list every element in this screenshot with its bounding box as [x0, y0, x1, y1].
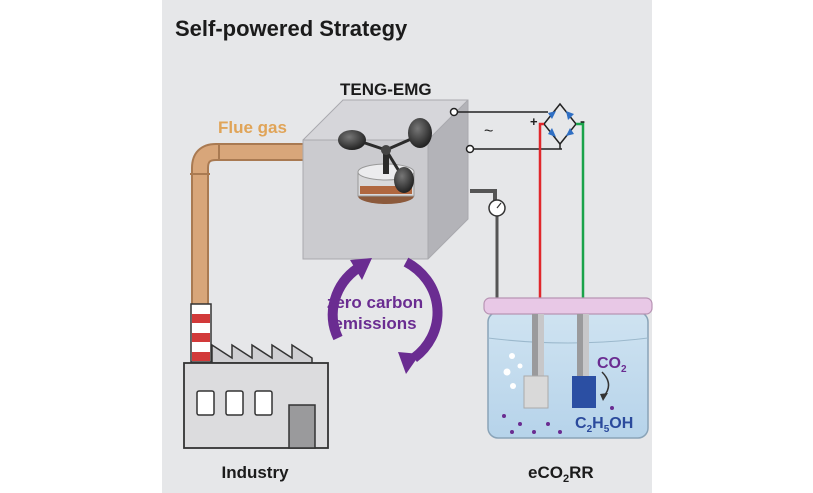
industry-label: Industry	[221, 463, 289, 482]
flue-pipe	[190, 143, 318, 318]
factory-icon	[183, 303, 329, 449]
zero-carbon-label-line1: zero carbon	[327, 293, 423, 312]
ethanol-label: C2H5OH	[575, 415, 633, 435]
zero-carbon-label-line2: emissions	[333, 314, 416, 333]
output-wires	[449, 107, 562, 154]
cycle-arrows-icon	[327, 257, 443, 374]
minus-terminal-label: -	[580, 113, 585, 130]
beaker-icon	[483, 297, 653, 439]
red-wire	[538, 122, 544, 300]
co2-label: CO2	[597, 355, 627, 375]
ac-symbol: ~	[484, 123, 493, 140]
pressure-gauge-icon	[488, 199, 506, 217]
bridge-rectifier-icon	[538, 102, 577, 149]
green-wire	[576, 122, 585, 300]
teng-emg-label: TENG-EMG	[340, 80, 432, 99]
plus-terminal-label: +	[530, 114, 538, 129]
page-title: Self-powered Strategy	[175, 16, 408, 41]
eco2rr-label: eCO2RR	[528, 463, 594, 485]
anemometer-icon	[338, 118, 432, 204]
flue-gas-label: Flue gas	[218, 118, 287, 137]
